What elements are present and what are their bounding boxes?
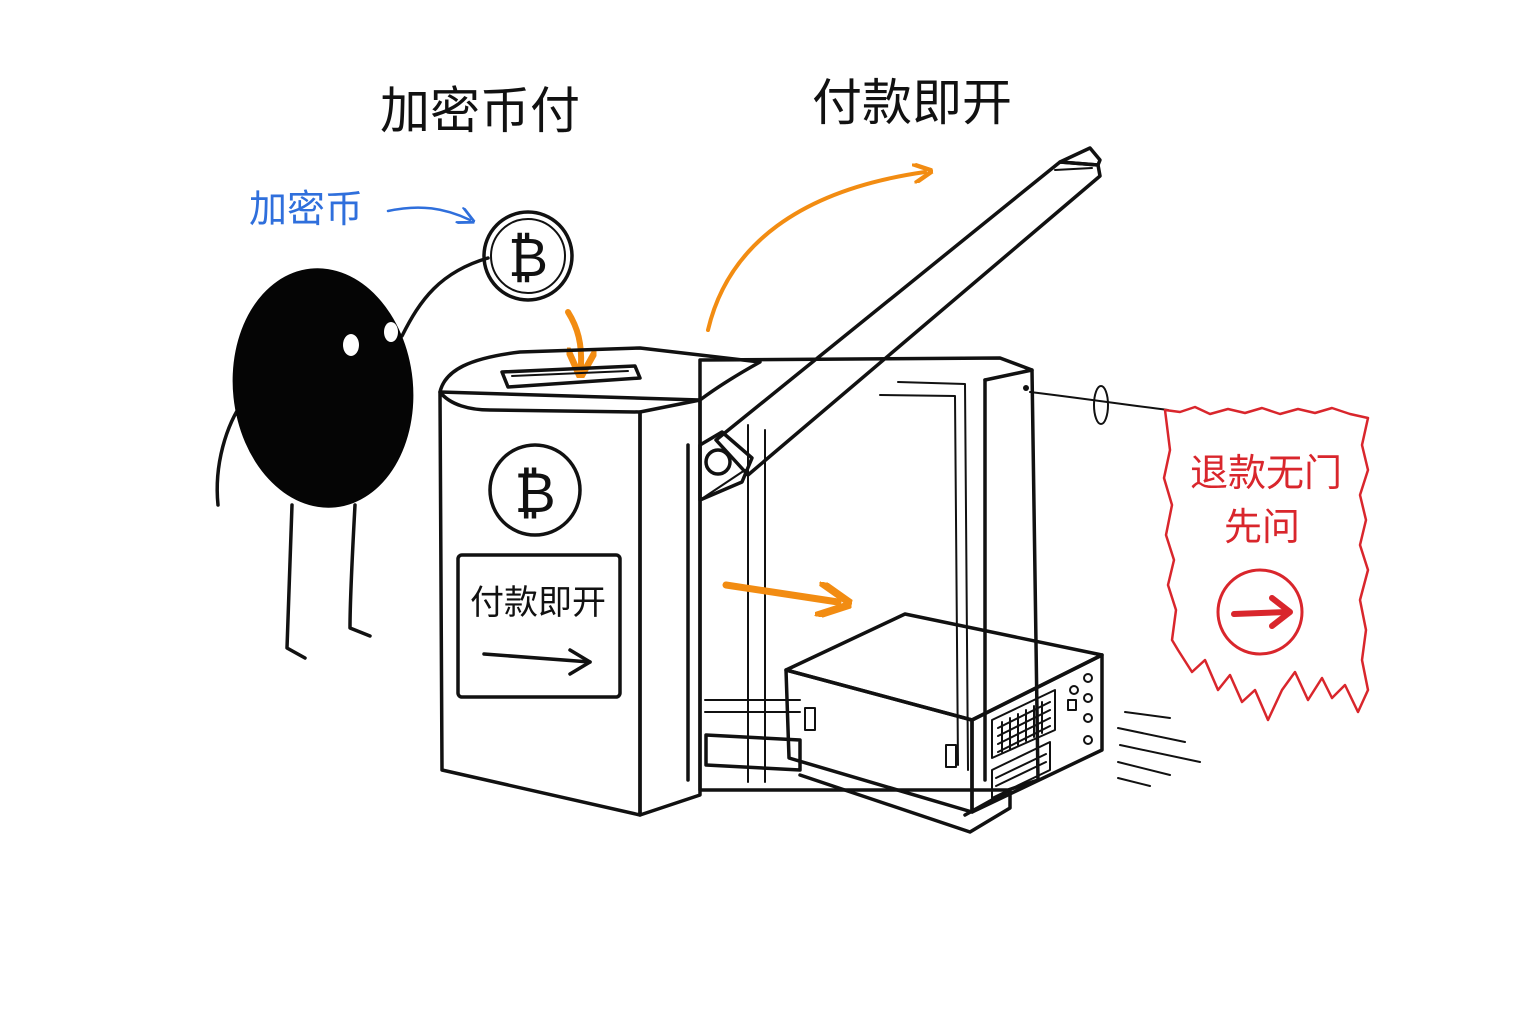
refund-sign: 退款无门 先问	[1162, 405, 1370, 722]
character	[215, 256, 490, 660]
character-right-eye	[384, 322, 398, 342]
vending-machine: ₿ 付款即开	[438, 346, 762, 817]
machine-panel-label: 付款即开	[470, 583, 606, 623]
sign-arrow-head	[1269, 595, 1293, 629]
gate-frame	[686, 356, 1040, 792]
character-left-leg	[285, 503, 307, 660]
server-box	[784, 612, 1104, 834]
annotation-arrow	[386, 206, 470, 220]
rope-ring	[1093, 385, 1109, 425]
refund-sign-paper	[1162, 405, 1370, 722]
machine-panel-arrow-icon	[482, 652, 592, 664]
held-coin-symbol: ₿	[508, 226, 548, 289]
exit-arrow	[722, 581, 838, 602]
title-right: 付款即开	[812, 74, 1012, 132]
character-right-leg	[348, 503, 372, 638]
sign-arrow-shaft	[1231, 609, 1291, 617]
coin-annotation-label: 加密币	[249, 187, 363, 231]
character-left-eye	[343, 334, 359, 356]
coin-drop-arrow	[565, 309, 581, 366]
machine-panel	[456, 553, 622, 699]
rope	[1029, 391, 1169, 411]
character-reaching-arm	[400, 256, 490, 338]
title-left: 加密币付	[380, 82, 580, 140]
machine-coin-symbol: ₿	[514, 461, 555, 526]
refund-sign-line2: 先问	[1224, 505, 1300, 549]
motion-lines	[1117, 711, 1201, 787]
character-body	[232, 268, 414, 508]
machine-coin-icon	[488, 443, 582, 537]
machine-panel-arrow-head	[568, 648, 592, 676]
bitcoin-coin-icon: ₿	[482, 210, 574, 302]
lever-motion-arrow	[706, 172, 925, 332]
lever-arm	[698, 146, 1102, 502]
circled-arrow-right-icon	[1216, 568, 1304, 656]
refund-sign-line1: 退款无门	[1190, 451, 1342, 495]
